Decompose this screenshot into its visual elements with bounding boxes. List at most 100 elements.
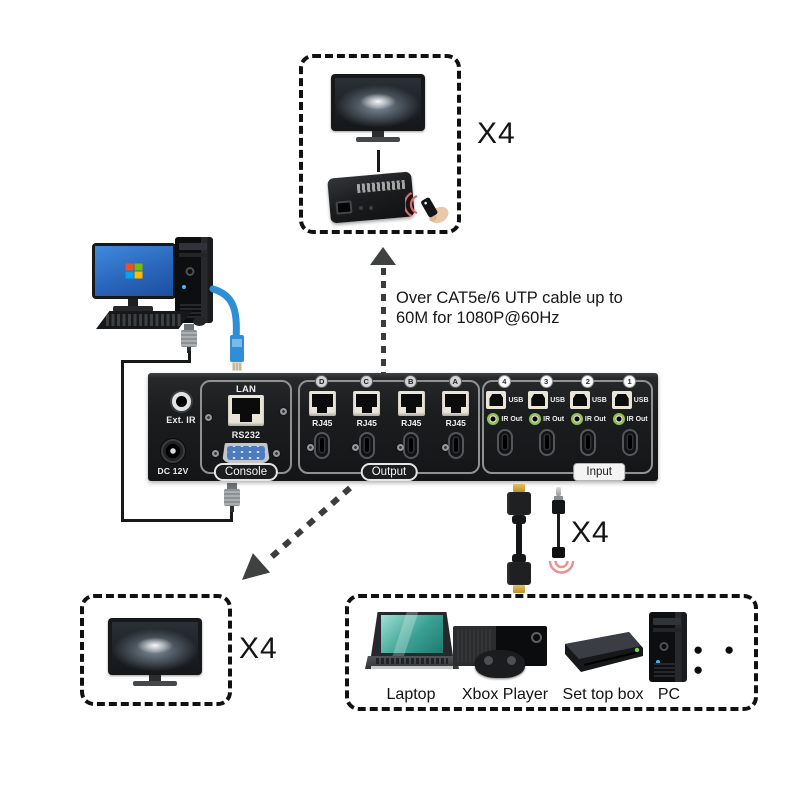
set-top-box-label: Set top box <box>562 686 644 703</box>
rj45-label: RJ45 <box>312 418 333 428</box>
pc-label: PC <box>657 686 681 703</box>
sources-group-box: Laptop Xbox Player Set top box PC ● ● ● <box>345 594 758 711</box>
receiver-jack-dot <box>369 206 373 210</box>
screw-icon <box>280 408 287 415</box>
rj45-port <box>397 391 425 416</box>
input-group: 4 3 2 1 USB IR Out USB IR Out USB IR Out… <box>482 375 653 481</box>
console-group: LAN RS232 Console <box>200 380 292 481</box>
receivers-multiplier: X4 <box>477 117 516 150</box>
displays-multiplier: X4 <box>239 632 278 665</box>
input-port-column: USB IR Out <box>485 391 525 472</box>
screw-icon <box>273 449 280 457</box>
output-port-column: RJ45 <box>302 391 342 472</box>
ir-out-label: IR Out <box>626 415 648 423</box>
xbox-label: Xbox Player <box>461 686 549 703</box>
input-port-column: USB IR Out <box>527 391 567 472</box>
monitor-stand <box>128 299 138 306</box>
output-port-column: RJ45 <box>391 391 431 472</box>
dc-power-jack <box>161 439 185 463</box>
screw-icon <box>442 444 449 451</box>
ir-out-label: IR Out <box>543 415 565 423</box>
output-group-label: Output <box>360 463 418 481</box>
usb-label: USB <box>591 396 607 404</box>
ir-out-jack <box>570 413 583 425</box>
output-port-column: RJ45 <box>347 391 387 472</box>
ethernet-cable-icon <box>209 285 244 371</box>
console-group-label: Console <box>213 463 279 481</box>
screw-icon <box>352 444 359 451</box>
serial-cable-line <box>230 509 233 521</box>
ir-out-label: IR Out <box>501 415 523 423</box>
xbox-icon <box>453 626 549 682</box>
ellipsis-dots: ● ● ● <box>693 640 743 679</box>
lan-port <box>228 395 264 426</box>
ir-signal-icon <box>409 194 418 215</box>
monitor-screen <box>95 246 173 296</box>
cable-caption: Over CAT5e/6 UTP cable up to 60M for 108… <box>396 289 656 328</box>
serial-cable-line <box>121 519 233 522</box>
lan-label: LAN <box>235 384 257 395</box>
port-tag: B <box>404 375 418 388</box>
ext-ir-jack <box>172 392 191 411</box>
hdmi-port <box>447 432 464 459</box>
rj45-label: RJ45 <box>401 418 422 428</box>
caption-line1: Over CAT5e/6 UTP cable up to <box>396 289 623 307</box>
rj45-label: RJ45 <box>445 418 466 428</box>
rj45-port <box>308 391 336 416</box>
set-top-box-icon <box>565 632 643 672</box>
serial-cable-line <box>188 351 191 362</box>
port-tag: 3 <box>539 375 553 388</box>
screw-icon <box>205 414 212 421</box>
tv-screen <box>335 78 421 127</box>
port-tag: C <box>359 375 373 388</box>
tv-receiver-cable <box>377 150 380 172</box>
remote-control-icon <box>405 192 449 224</box>
port-tag: 2 <box>581 375 595 388</box>
input-group-label: Input <box>573 463 626 481</box>
up-arrow-icon <box>370 247 396 265</box>
ir-out-jack <box>529 413 542 425</box>
dc-power-label: DC 12V <box>157 466 189 476</box>
game-controller-icon <box>475 650 525 678</box>
hdmi-port <box>538 429 555 456</box>
receiver-icon <box>327 170 415 224</box>
tv-frame <box>108 618 202 675</box>
usb-port <box>528 391 549 409</box>
tv-base <box>133 681 177 686</box>
usb-port <box>569 391 590 409</box>
laptop-icon <box>365 612 459 670</box>
receiver-jack-dot <box>359 206 363 210</box>
mouse-icon <box>193 317 206 326</box>
usb-port <box>486 391 507 409</box>
displays-group-box <box>80 594 232 706</box>
cables-multiplier: X4 <box>571 516 610 549</box>
console-plug-icon <box>224 483 240 512</box>
tv-stand <box>372 131 384 137</box>
ir-emitter-cable-icon <box>546 487 578 591</box>
input-port-column: USB IR Out <box>610 391 650 472</box>
hdmi-port <box>622 429 639 456</box>
screw-icon <box>397 444 404 451</box>
ir-out-jack <box>487 413 500 425</box>
tv-icon <box>331 74 425 142</box>
caption-line2: 60M for 1080P@60Hz <box>396 308 560 327</box>
screw-icon <box>212 449 219 457</box>
port-tag: 4 <box>497 375 511 388</box>
monitor-base <box>113 306 153 312</box>
receivers-group-box <box>299 54 461 234</box>
rs232-label: RS232 <box>231 430 261 440</box>
tv-base <box>356 137 400 142</box>
laptop-label: Laptop <box>386 686 436 703</box>
rj45-label: RJ45 <box>356 418 377 428</box>
hdmi-port <box>580 429 597 456</box>
output-port-column: RJ45 <box>436 391 476 472</box>
usb-port <box>611 391 632 409</box>
rj45-port <box>353 391 381 416</box>
port-tag: A <box>448 375 462 388</box>
hdmi-port <box>403 432 420 459</box>
receiver-rj45-port <box>335 200 353 215</box>
hdmi-port <box>314 432 331 459</box>
tv-stand <box>149 675 161 681</box>
pc-tower-icon <box>649 612 687 682</box>
